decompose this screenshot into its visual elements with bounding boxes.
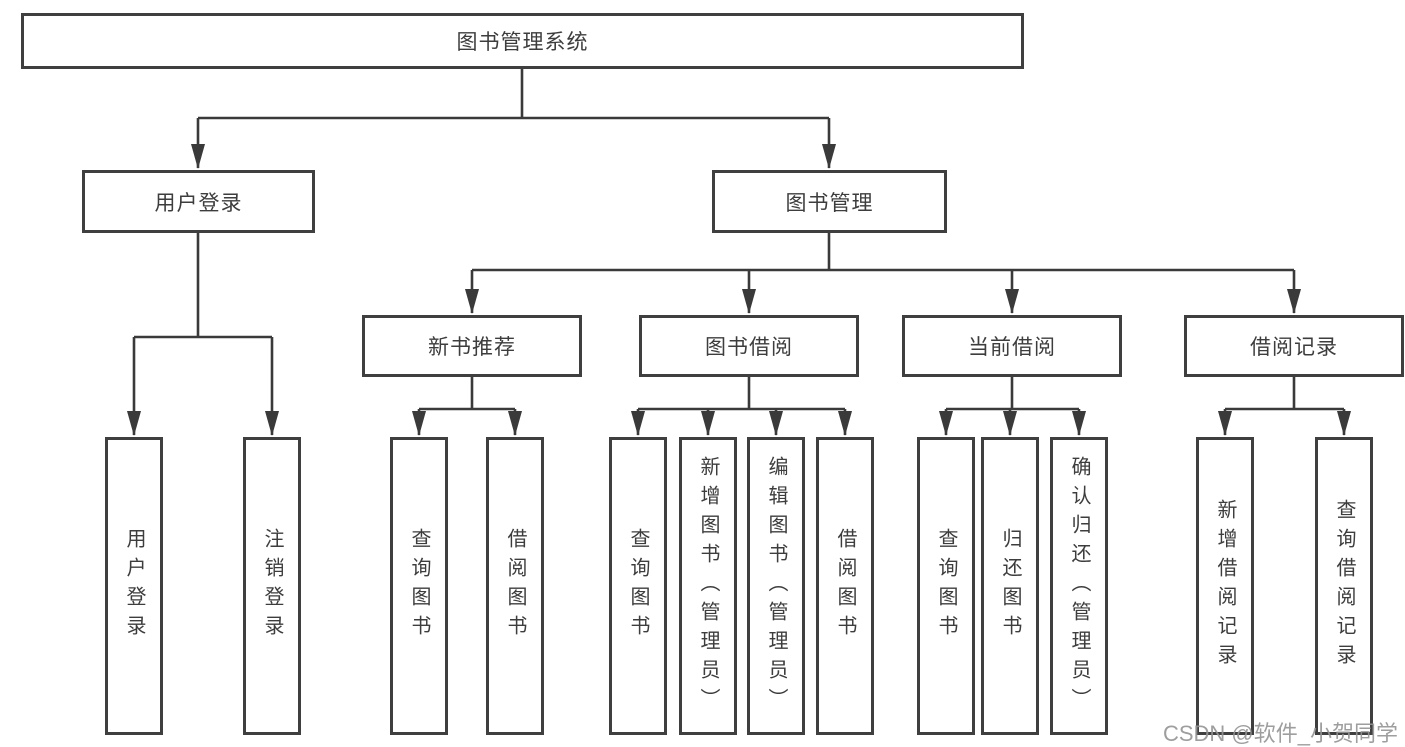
node-user-login-action: 用户登录 (105, 437, 163, 735)
node-label: 借阅图书 (834, 528, 856, 644)
node-new-book-recommend: 新书推荐 (362, 315, 582, 377)
node-label: 查询图书 (408, 528, 430, 644)
node-add-borrow-record: 新增借阅记录 (1196, 437, 1254, 735)
node-label: 查询图书 (627, 528, 649, 644)
node-current-borrow: 当前借阅 (902, 315, 1122, 377)
node-borrow-books-action: 借阅图书 (816, 437, 874, 735)
node-label: 查询图书 (935, 528, 957, 644)
node-add-book-admin: 新增图书（管理员） (679, 437, 737, 735)
node-label: 当前借阅 (968, 336, 1056, 359)
node-label: 新增图书（管理员） (697, 455, 719, 717)
node-label: 用户登录 (154, 191, 243, 215)
node-label: 注销登录 (261, 528, 283, 644)
csdn-watermark: CSDN @软件_小贺同学 (1162, 721, 1398, 746)
node-confirm-return-admin: 确认归还（管理员） (1050, 437, 1108, 735)
node-label: 图书管理 (785, 191, 874, 215)
node-label: 新书推荐 (428, 336, 516, 359)
node-label: 查询借阅记录 (1333, 499, 1355, 673)
node-label: 图书借阅 (705, 336, 793, 359)
node-query-books-borrow: 查询图书 (609, 437, 667, 735)
node-book-management: 图书管理 (712, 170, 947, 233)
node-logout: 注销登录 (243, 437, 301, 735)
node-label: 新增借阅记录 (1214, 499, 1236, 673)
node-query-borrow-record: 查询借阅记录 (1315, 437, 1373, 735)
node-label: 图书管理系统 (456, 31, 589, 54)
node-user-login: 用户登录 (82, 170, 315, 233)
node-query-books-current: 查询图书 (917, 437, 975, 735)
node-borrow-records: 借阅记录 (1184, 315, 1404, 377)
node-label: 用户登录 (123, 528, 145, 644)
node-label: 确认归还（管理员） (1068, 455, 1090, 717)
node-query-books-recommend: 查询图书 (390, 437, 448, 735)
node-library-management-system: 图书管理系统 (21, 13, 1024, 69)
node-label: 借阅图书 (504, 528, 526, 644)
node-return-book: 归还图书 (981, 437, 1039, 735)
node-book-borrow: 图书借阅 (639, 315, 859, 377)
node-label: 编辑图书（管理员） (765, 455, 787, 717)
node-edit-book-admin: 编辑图书（管理员） (747, 437, 805, 735)
node-label: 借阅记录 (1250, 336, 1338, 359)
node-label: 归还图书 (999, 528, 1021, 644)
node-borrow-books-recommend: 借阅图书 (486, 437, 544, 735)
